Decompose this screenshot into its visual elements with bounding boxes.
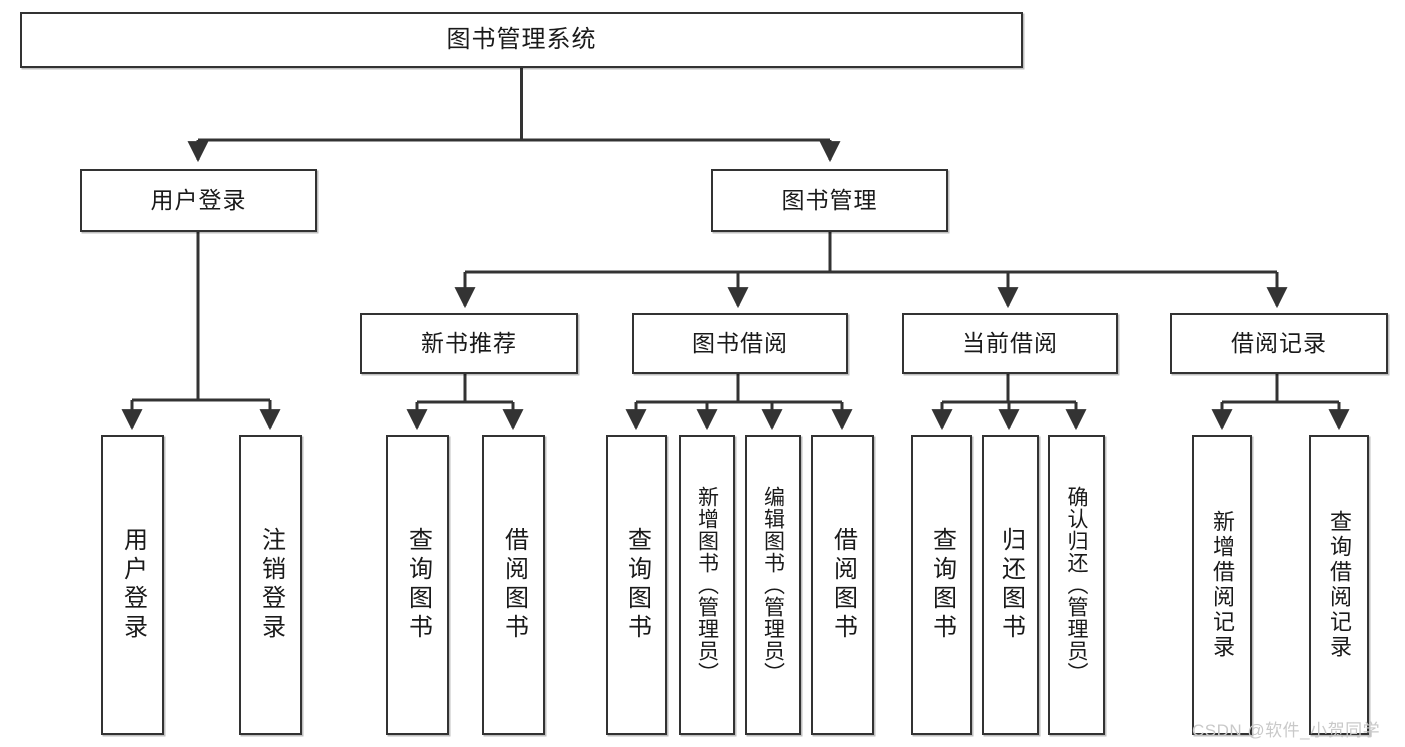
node-book-management[interactable]: 图书管理 [711,169,948,232]
leaf-query-book-3[interactable]: 查询图书 [911,435,972,735]
leaf-edit-book[interactable]: 编辑图书（管理员） [745,435,801,735]
node-label: 新书推荐 [421,329,517,356]
leaf-add-book[interactable]: 新增图书（管理员） [679,435,735,735]
leaf-query-book-1[interactable]: 查询图书 [386,435,449,735]
node-label: 用户登录 [150,186,247,213]
leaf-query-book-2[interactable]: 查询图书 [606,435,667,735]
node-label: 确认归还（管理员） [1065,486,1088,684]
node-label: 当前借阅 [962,329,1058,356]
leaf-borrow-book-2[interactable]: 借阅图书 [811,435,874,735]
node-label: 查询图书 [623,527,651,643]
node-label: 用户登录 [119,527,147,643]
node-label: 注销登录 [257,527,285,643]
node-label: 借阅记录 [1231,329,1327,356]
node-label: 归还图书 [997,527,1025,643]
node-label: 查询借阅记录 [1327,510,1352,660]
node-new-book-recommend[interactable]: 新书推荐 [360,313,578,374]
node-label: 借阅图书 [500,527,528,643]
node-user-login[interactable]: 用户登录 [80,169,317,232]
node-label: 新增借阅记录 [1210,510,1235,660]
node-label: 图书管理 [781,186,878,213]
leaf-user-login[interactable]: 用户登录 [101,435,164,735]
node-book-borrow[interactable]: 图书借阅 [632,313,848,374]
leaf-return-book[interactable]: 归还图书 [982,435,1039,735]
node-label: 图书借阅 [692,329,788,356]
leaf-confirm-return[interactable]: 确认归还（管理员） [1048,435,1105,735]
leaf-query-borrow-record[interactable]: 查询借阅记录 [1309,435,1369,735]
node-label: 查询图书 [404,527,432,643]
leaf-logout[interactable]: 注销登录 [239,435,302,735]
node-label: 编辑图书（管理员） [761,486,785,684]
node-borrow-record[interactable]: 借阅记录 [1170,313,1388,374]
node-label: 新增图书（管理员） [695,486,719,684]
csdn-watermark: CSDN @软件_小贺同学 [1192,721,1381,740]
node-root-system[interactable]: 图书管理系统 [20,12,1023,68]
node-label: 图书管理系统 [446,25,597,53]
node-current-borrow[interactable]: 当前借阅 [902,313,1118,374]
leaf-add-borrow-record[interactable]: 新增借阅记录 [1192,435,1252,735]
leaf-borrow-book-1[interactable]: 借阅图书 [482,435,545,735]
node-label: 借阅图书 [829,527,857,643]
node-label: 查询图书 [928,527,956,643]
